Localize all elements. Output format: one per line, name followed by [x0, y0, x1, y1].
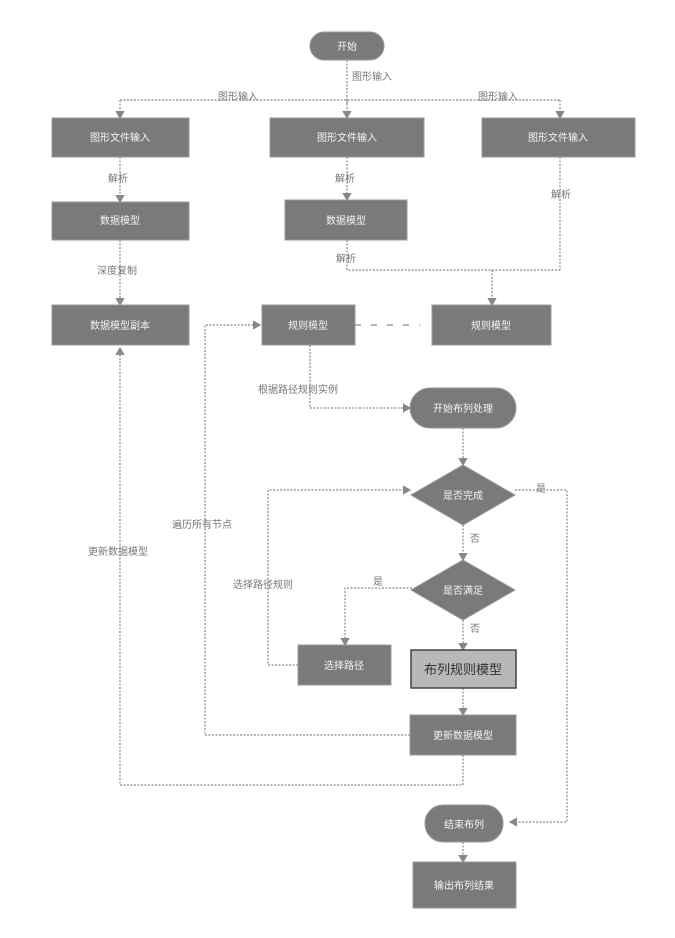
decision-2-label: 是否满足	[443, 585, 483, 597]
label-select-path: 选择路径规则	[233, 578, 293, 591]
update-box[interactable]	[409, 714, 517, 756]
center-parse-label: 数据模型	[326, 214, 366, 227]
edges	[115, 60, 568, 864]
end-node[interactable]	[424, 804, 504, 843]
right-rule-box[interactable]	[431, 304, 552, 346]
right-rule-label: 规则模型	[471, 319, 511, 332]
label-input-right: 图形输入	[478, 90, 518, 103]
end-label: 结束布列	[444, 818, 484, 831]
select-label: 选择路径	[324, 659, 364, 672]
decision-2[interactable]	[409, 559, 517, 621]
left-parse-box[interactable]	[51, 201, 190, 241]
edge-d1-yes	[508, 489, 568, 827]
update-label: 更新数据模型	[433, 729, 493, 742]
label-merge-center: 解析	[336, 252, 356, 265]
label-parse-center: 解析	[335, 172, 355, 185]
center-rule-box[interactable]	[261, 304, 356, 346]
left-copy-box[interactable]	[51, 304, 190, 346]
edge-labels: 图形输入 图形输入 图形输入 解析 解析 解析 解析 深度复制 根据路径规则实例…	[88, 70, 571, 635]
right-input-label: 图形文件输入	[528, 131, 588, 144]
label-input-left: 图形输入	[218, 90, 258, 103]
start-node[interactable]	[309, 31, 385, 61]
left-parse-label: 数据模型	[100, 214, 140, 227]
label-deep-copy: 深度复制	[97, 264, 137, 277]
output-box[interactable]	[412, 861, 517, 909]
edge-d2-yes	[340, 587, 412, 647]
edge-update-loop-inner	[204, 320, 410, 736]
decision-1[interactable]	[409, 464, 517, 526]
label-loop-outer: 更新数据模型	[88, 545, 148, 558]
label-rule-instance: 根据路径规则实例	[258, 383, 338, 396]
select-box[interactable]	[297, 644, 392, 686]
left-input-label: 图形文件输入	[90, 131, 150, 144]
right-input-box[interactable]	[481, 117, 636, 158]
label-loop-inner: 遍历所有节点	[172, 518, 232, 531]
center-rule-label: 规则模型	[288, 319, 328, 332]
edge-update-loop-outer	[115, 346, 464, 786]
label-no-1: 否	[470, 533, 480, 545]
edge-center-merge	[346, 240, 560, 271]
process-start-label: 开始布列处理	[433, 402, 493, 415]
rule-model-label: 布列规则模型	[424, 663, 502, 678]
left-copy-label: 数据模型副本	[90, 319, 150, 332]
label-yes-right: 是	[536, 483, 546, 495]
decision-1-label: 是否完成	[443, 489, 483, 502]
start-label: 开始	[337, 40, 357, 53]
left-input-box[interactable]	[51, 117, 190, 158]
center-input-box[interactable]	[269, 117, 425, 158]
label-parse-left: 解析	[108, 172, 128, 185]
edge-rule-to-process	[309, 345, 412, 413]
label-no-2: 否	[470, 623, 480, 635]
rule-model-box[interactable]	[410, 649, 517, 689]
nodes: 开始 图形文件输入 图形文件输入 图形文件输入 数据模型 数据模型 数据模型副本…	[51, 31, 636, 909]
label-parse-right: 解析	[551, 188, 571, 201]
label-yes-left: 是	[373, 576, 383, 588]
process-start-node[interactable]	[409, 387, 517, 429]
output-label: 输出布列结果	[434, 879, 494, 892]
center-input-label: 图形文件输入	[317, 131, 377, 144]
edge-select-back	[267, 485, 412, 666]
center-parse-box[interactable]	[284, 199, 408, 241]
label-input-center: 图形输入	[352, 70, 392, 83]
